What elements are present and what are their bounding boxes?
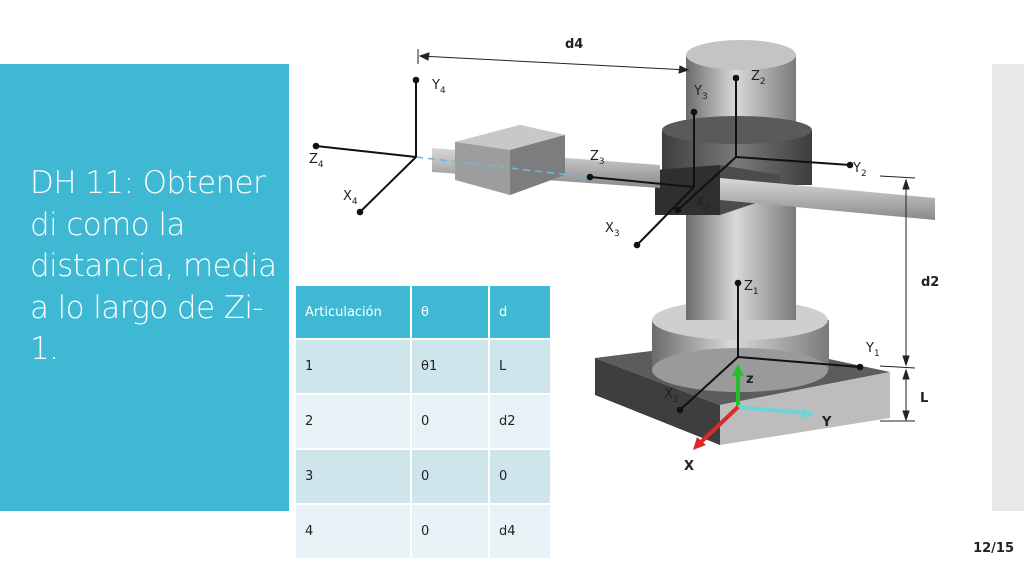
table-cell: L: [488, 338, 552, 395]
table-cell: 2: [294, 393, 412, 450]
dimension-lines: [417, 49, 916, 422]
slide-title: DH 11: Obtener di como la distancia, med…: [30, 165, 277, 367]
label-d2: d2: [921, 275, 939, 290]
table-row: 1 θ1 L: [294, 338, 552, 395]
table-cell: 3: [294, 448, 412, 505]
table-cell: 0: [410, 448, 490, 505]
label-x1: X1: [664, 387, 679, 405]
robot-diagram: d4 d2 L Y4 Z4 X4 Y3 Z3 X3 Z2 Y2 X2 Z1 Y1…: [309, 37, 939, 474]
table-cell: 0: [410, 503, 490, 560]
header-articulacion: Articulación: [294, 284, 412, 340]
base-axes: [693, 364, 815, 450]
header-theta: θ: [410, 284, 490, 340]
title-panel: [0, 64, 289, 511]
table-cell: 0: [410, 393, 490, 450]
robot-gripper: [455, 125, 565, 195]
label-x2: X2: [696, 195, 711, 213]
label-z2: Z2: [751, 69, 766, 87]
label-L: L: [920, 391, 928, 406]
label-y1: Y1: [865, 341, 880, 359]
label-x3: X3: [605, 221, 620, 239]
label-y3: Y3: [693, 84, 708, 102]
table-cell: θ1: [410, 338, 490, 395]
table-cell: 0: [488, 448, 552, 505]
label-x4: X4: [343, 189, 358, 207]
label-d4: d4: [565, 37, 583, 52]
label-z3: Z3: [590, 149, 605, 167]
right-decorative-strip: [992, 64, 1024, 511]
coordinate-frames: [315, 78, 861, 411]
slide-number: 12/15: [973, 541, 1014, 556]
label-z4: Z4: [309, 152, 324, 170]
table-cell: 1: [294, 338, 412, 395]
table-cell: d4: [488, 503, 552, 560]
table-header-row: Articulación θ d: [294, 284, 552, 340]
dh-parameter-table: Articulación θ d 1 θ1 L 2 0 d2 3 0 0 4 0…: [294, 284, 552, 560]
table-row: 4 0 d4: [294, 503, 552, 560]
label-z1: Z1: [744, 279, 759, 297]
label-base-x: X: [684, 459, 694, 474]
label-base-z: z: [746, 372, 754, 387]
table-row: 2 0 d2: [294, 393, 552, 450]
table-cell: 4: [294, 503, 412, 560]
label-y2: Y2: [852, 161, 867, 179]
label-y4: Y4: [431, 78, 446, 96]
header-d: d: [488, 284, 552, 340]
label-base-y: Y: [821, 415, 832, 430]
table-row: 3 0 0: [294, 448, 552, 505]
table-cell: d2: [488, 393, 552, 450]
